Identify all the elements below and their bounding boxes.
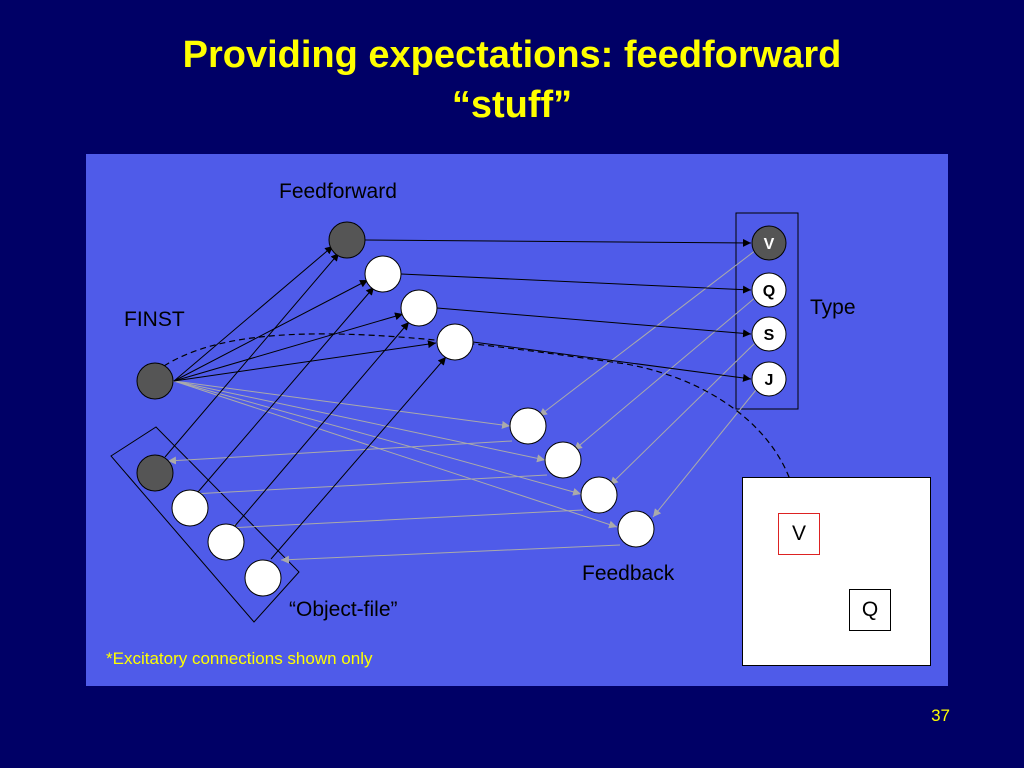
feedback-to-objfile-line-4: [280, 544, 621, 564]
ff-to-type-line-s: [436, 307, 752, 338]
type-label-q: Q: [763, 283, 775, 300]
type-label-j: J: [765, 372, 774, 389]
type-to-feedback-line-3: [609, 341, 757, 486]
feedback-to-objfile-line-2: [191, 474, 548, 498]
feedback-node-3: [580, 476, 618, 514]
objfile-node-2: [171, 489, 209, 527]
ff-to-type-line-j: [472, 341, 752, 382]
ff-node-1: [328, 221, 366, 259]
feedback-to-objfile-line-3: [227, 509, 584, 532]
feedback-node-2: [544, 441, 582, 479]
objfile-to-ff-line-1: [164, 252, 340, 458]
type-label-s: S: [764, 327, 775, 344]
type-group-box: [735, 212, 799, 410]
object-file-group-box: [110, 426, 300, 623]
finst-to-feedback-line-1: [173, 380, 511, 429]
ff-node-2: [364, 255, 402, 293]
network-diagram: V Q S J: [110, 212, 801, 623]
type-node-j: [751, 361, 787, 397]
title-line-2: “stuff”: [451, 84, 573, 126]
ff-node-4: [436, 323, 474, 361]
objfile-node-4: [244, 559, 282, 597]
excitatory-note: *Excitatory connections shown only: [106, 649, 373, 668]
objfile-to-ff-line-2: [197, 286, 375, 493]
type-node-s: [751, 316, 787, 352]
objfile-to-ff-line-4: [270, 356, 447, 560]
type-node-v: [751, 225, 787, 261]
type-label: Type: [810, 296, 856, 319]
finst-label: FINST: [124, 308, 185, 331]
finst-to-ff-line-1: [173, 245, 334, 382]
finst-to-ff-line-4: [173, 340, 437, 382]
finst-to-feedback-line-2: [173, 380, 546, 463]
objfile-node-1: [136, 454, 174, 492]
type-node-q: [751, 272, 787, 308]
ff-to-type-line-q: [400, 273, 752, 294]
target-item-box: V: [778, 513, 820, 555]
object-file-label: “Object-file”: [289, 598, 398, 621]
title-line-1: Providing expectations: feedforward: [182, 34, 842, 76]
feedback-label: Feedback: [582, 562, 675, 585]
slide-title: Providing expectations: feedforward “stu…: [0, 30, 1024, 130]
finst-to-ff-line-3: [173, 312, 404, 382]
feedback-node-4: [617, 510, 655, 548]
finst-to-feedback-line-4: [173, 380, 618, 529]
type-to-feedback-line-1: [538, 249, 757, 417]
type-label-v: V: [764, 236, 775, 253]
other-item-box: Q: [849, 589, 891, 631]
diagram-panel: V Q S J Feedforward FINST Type Feedback …: [86, 154, 948, 686]
objfile-node-3: [207, 523, 245, 561]
type-to-feedback-line-4: [652, 389, 757, 518]
ff-to-type-line-v: [364, 238, 752, 247]
finst-node: [136, 362, 174, 400]
ff-node-3: [400, 289, 438, 327]
type-to-feedback-line-2: [573, 296, 757, 451]
objfile-to-ff-line-3: [233, 321, 410, 528]
finst-to-ff-line-2: [173, 279, 369, 382]
finst-to-feedback-line-3: [173, 380, 582, 496]
feedforward-label: Feedforward: [279, 180, 397, 203]
finst-pointer-dashed-line: [163, 333, 801, 511]
display-box: V Q: [742, 477, 931, 666]
page-number: 37: [931, 706, 950, 725]
feedback-to-objfile-line-1: [167, 440, 513, 465]
feedback-node-1: [509, 407, 547, 445]
